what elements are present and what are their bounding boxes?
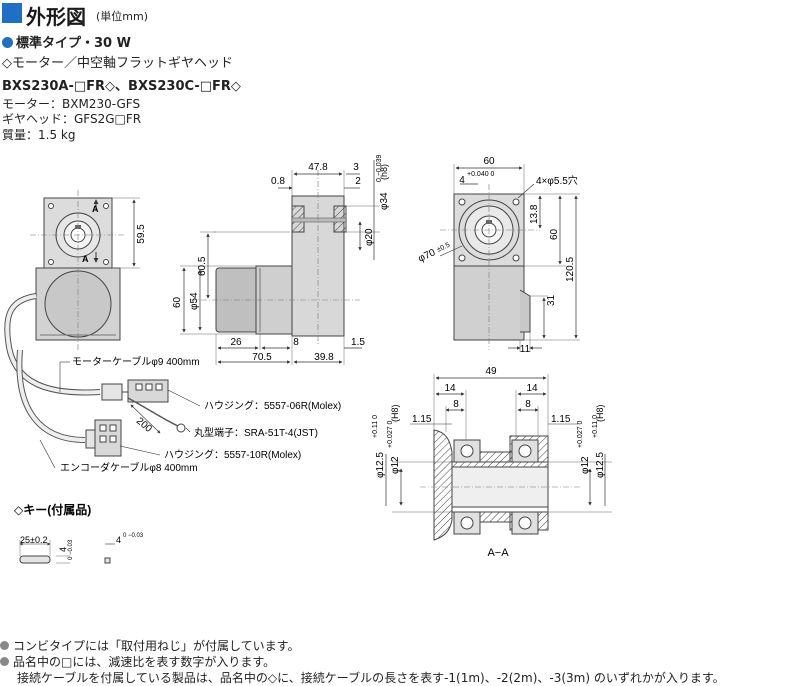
unit-label: (単位mm) <box>96 10 149 23</box>
front-view: 200 <box>4 190 186 457</box>
terminal-label: 丸型端子：SRA-51T-4(JST) <box>194 426 318 439</box>
note-1: コンビタイプには「取付用ねじ」が付属しています。 <box>0 637 299 654</box>
right-view <box>439 164 580 352</box>
section-view <box>385 374 612 541</box>
dim-1-5: 1.5 <box>351 337 365 348</box>
key-height: 4 <box>116 535 121 545</box>
series-subtitle: ◇モーター／中空軸フラットギヤヘッド <box>2 56 233 71</box>
side-view <box>180 160 380 365</box>
key-title: ◇キー(付属品) <box>14 502 91 517</box>
dim-8: 8 <box>293 337 299 348</box>
section-label: A−A <box>487 547 509 559</box>
page-title: 外形図 <box>26 5 86 29</box>
phi34-tol: 0 −0.039 <box>376 154 383 182</box>
key-width-tol: 0 −0.03 <box>68 539 74 560</box>
motor-spec: モーター：BXM230-GFS <box>2 97 141 111</box>
dim-13-8: 13.8 <box>529 204 540 224</box>
dim-59-5: 59.5 <box>136 224 147 244</box>
h8-right: (H8) <box>595 404 605 422</box>
phi12-right: φ12 <box>580 456 591 474</box>
dim-1-15-left: 1.15 <box>412 414 432 425</box>
phi12-5-right: φ12.5 <box>595 452 606 478</box>
dim-47-8: 47.8 <box>308 162 328 173</box>
dim-0-8: 0.8 <box>271 176 285 187</box>
phi54-label: φ54 <box>189 292 200 310</box>
gearhead-spec: ギヤヘッド：GFS2G□FR <box>2 112 142 126</box>
view-a-top: A <box>92 204 99 214</box>
type-heading: 標準タイプ・30 W <box>2 32 131 51</box>
dim-2: 2 <box>355 176 361 187</box>
dim-4: 4 <box>459 175 465 186</box>
h8-left: (H8) <box>390 404 400 422</box>
phi20-label: φ20 <box>364 228 375 246</box>
bullet-icon <box>2 37 13 48</box>
phi12-5-left-tol: +0.11 0 <box>372 415 379 438</box>
dim-120-5: 120.5 <box>565 257 576 282</box>
title-marker <box>2 3 22 23</box>
holes-label: 4×φ5.5穴 <box>536 174 578 187</box>
dim-60-vert: 60 <box>549 228 560 240</box>
dim-8-right: 8 <box>525 399 531 410</box>
dim-49: 49 <box>485 366 497 377</box>
encoder-cable-label: エンコーダケーブルφ8 400mm <box>60 461 198 474</box>
note-3: 接続ケーブルを付属している製品は、品名中の◇に、接続ケーブルの長さを表す-1(1… <box>17 671 725 685</box>
phi34-fit: (h8) <box>379 164 389 180</box>
note-bullet-icon <box>0 657 9 666</box>
type-text: 標準タイプ・30 W <box>16 36 131 51</box>
note-bullet-icon <box>0 641 9 650</box>
dim-60-5: 60.5 <box>197 256 208 276</box>
note-2: 品名中の□には、減速比を表す数字が入ります。 <box>0 653 275 670</box>
phi12-left: φ12 <box>390 456 401 474</box>
cable-length-dim: 200 <box>134 416 154 435</box>
dim-14-left: 14 <box>444 383 456 394</box>
phi12-left-tol: +0.027 0 <box>387 420 394 448</box>
phi34-label: φ34 <box>379 192 390 210</box>
dim-1-15-right: 1.15 <box>551 414 571 425</box>
view-a-bottom: A <box>82 254 89 264</box>
model-line: BXS230A-□FR◇、BXS230C-□FR◇ <box>2 79 241 94</box>
dim-31: 31 <box>546 294 557 306</box>
dim-4-tol: +0.040 0 <box>467 171 495 178</box>
dim-60-top: 60 <box>483 156 495 167</box>
motor-cable-label: モーターケーブルφ9 400mm <box>72 355 200 368</box>
dim-8-left: 8 <box>453 399 459 410</box>
key-length: 25±0.2 <box>20 535 47 545</box>
dim-11: 11 <box>520 344 531 355</box>
phi12-right-tol: +0.027 0 <box>577 420 584 448</box>
phi12-5-right-tol: +0.11 0 <box>592 415 599 438</box>
key-height-tol: 0 −0.03 <box>123 533 144 539</box>
key-drawing <box>19 540 115 564</box>
dim-39-8: 39.8 <box>314 352 334 363</box>
dim-14-right: 14 <box>526 383 538 394</box>
dim-60-left: 60 <box>172 296 183 308</box>
dim-70-5: 70.5 <box>252 352 272 363</box>
housing2-label: ハウジング：5557-10R(Molex) <box>164 448 301 461</box>
phi70-label: φ70 <box>417 247 438 265</box>
mass-spec: 質量：1.5 kg <box>2 128 76 142</box>
housing1-label: ハウジング：5557-06R(Molex) <box>204 399 341 412</box>
dim-26: 26 <box>230 337 242 348</box>
key-width: 4 <box>58 547 68 552</box>
dim-3: 3 <box>353 162 359 173</box>
phi12-5-left: φ12.5 <box>375 452 386 478</box>
